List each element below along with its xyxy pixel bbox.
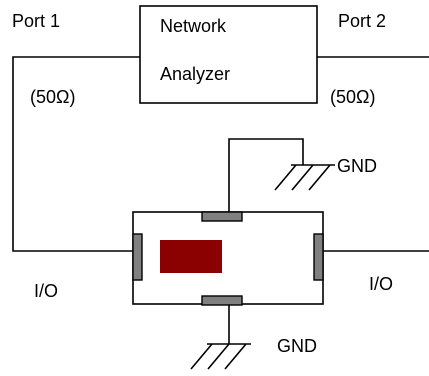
impedance-right-label: (50Ω)	[330, 87, 375, 107]
ground-symbol-bottom-icon	[190, 343, 247, 370]
gnd-top-label: GND	[337, 156, 377, 176]
pad-right	[313, 233, 324, 281]
gnd-top-wire	[228, 138, 304, 212]
io-left-label: I/O	[34, 281, 58, 301]
port1-wire	[12, 56, 140, 252]
port1-label: Port 1	[12, 11, 60, 31]
dut-chip	[160, 240, 222, 273]
network-analyzer-box	[139, 5, 318, 104]
pad-top	[201, 211, 243, 222]
pad-left	[132, 233, 143, 281]
port2-label: Port 2	[338, 11, 386, 31]
analyzer-label-line1: Network	[160, 16, 227, 36]
ground-symbol-top-icon	[274, 164, 331, 191]
pad-bottom	[201, 295, 243, 306]
gnd-bottom-label: GND	[277, 336, 317, 356]
analyzer-label-line2: Analyzer	[160, 64, 230, 84]
impedance-left-label: (50Ω)	[30, 87, 75, 107]
io-right-label: I/O	[369, 274, 393, 294]
